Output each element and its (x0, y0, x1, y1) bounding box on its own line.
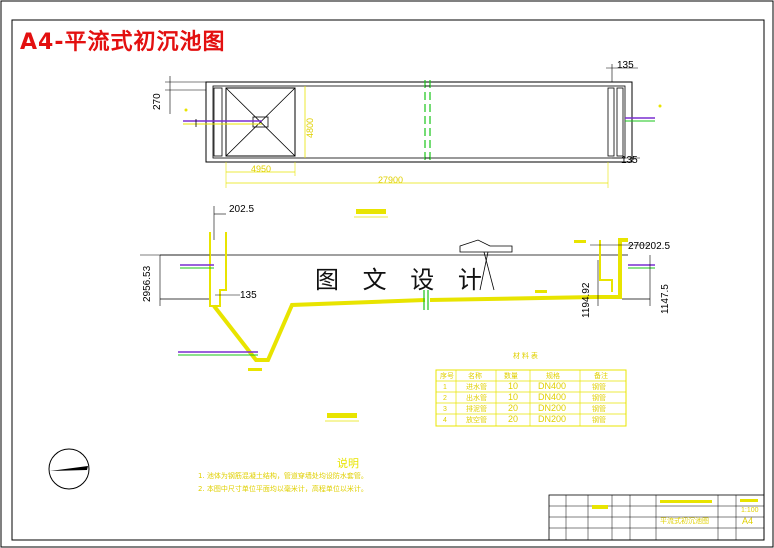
material-table-title: 材 料 表 (513, 351, 538, 360)
section-dim-135: 135 (240, 290, 257, 301)
table-header-spec: 规格 (546, 371, 560, 380)
section-left-wall (209, 232, 227, 307)
inner-border (11, 19, 765, 541)
table-row-4-no: 4 (443, 417, 447, 424)
section-dim-1147-5: 1147.5 (660, 284, 671, 314)
plan-dim-270: 270 (152, 93, 163, 110)
title-block-size: A4 (742, 516, 753, 526)
sludge-hopper-plan (225, 87, 296, 157)
title-block (548, 494, 765, 541)
section-dim-270: 270 (628, 241, 645, 252)
table-header-note: 备注 (594, 371, 608, 380)
plan-dim-27900: 27900 (378, 175, 403, 185)
table-row-4-name: 放空管 (466, 415, 487, 424)
table-row-2-name: 出水管 (466, 393, 487, 402)
table-row-3-note: 钢管 (592, 404, 606, 413)
material-table (435, 369, 627, 427)
table-row-1-no: 1 (443, 384, 447, 391)
section-dim-202-5-right: 202.5 (645, 241, 670, 252)
table-row-3-no: 3 (443, 406, 447, 413)
table-row-3-name: 排泥管 (466, 404, 487, 413)
plan-tank-outer (205, 81, 633, 163)
title-block-scale: 1:100 (741, 507, 759, 514)
section-dim-202-5-left: 202.5 (229, 204, 254, 215)
table-row-1-name: 进水管 (466, 382, 487, 391)
table-header-name: 名称 (468, 371, 482, 380)
table-row-4-qty: 20 (508, 414, 518, 424)
table-header-qty: 数量 (504, 371, 518, 380)
watermark-text: 图 文 设 计 (315, 266, 490, 294)
section-view (140, 206, 655, 371)
section-dim-1194-92: 1194.92 (581, 282, 592, 318)
plan-dim-4800: 4800 (305, 118, 315, 138)
table-row-2-note: 钢管 (592, 393, 606, 402)
drawing-title: A4-平流式初沉池图 (20, 30, 226, 55)
table-row-3-spec: DN200 (538, 403, 566, 413)
north-arrow (48, 448, 90, 490)
table-row-2-spec: DN400 (538, 392, 566, 402)
plan-dim-135-bottom: 135 (621, 155, 638, 166)
table-row-2-qty: 10 (508, 392, 518, 402)
table-row-4-spec: DN200 (538, 414, 566, 424)
plan-view (165, 64, 662, 188)
table-row-1-qty: 10 (508, 381, 518, 391)
table-row-4-note: 钢管 (592, 415, 606, 424)
table-header-no: 序号 (440, 371, 454, 380)
note-2: 2. 本图中尺寸单位平面均以毫米计，高程单位以米计。 (198, 484, 368, 493)
table-row-3-qty: 20 (508, 403, 518, 413)
note-1: 1. 池体为钢筋混凝土结构，管道穿墙处均设防水套管。 (198, 471, 368, 480)
plan-dim-4950: 4950 (251, 164, 271, 174)
section-dim-2956-53: 2956.53 (142, 265, 153, 302)
plan-tank-inner (212, 85, 626, 159)
title-block-drawing-name: 平流式初沉池图 (660, 516, 709, 525)
scraper-bridge (459, 239, 513, 253)
section-right-wall (599, 240, 613, 292)
plan-dim-135-top: 135 (617, 60, 634, 71)
table-row-1-spec: DN400 (538, 381, 566, 391)
table-row-2-no: 2 (443, 395, 447, 402)
notes-heading: 说明 (337, 456, 359, 470)
section-hopper (212, 298, 426, 362)
table-row-1-note: 钢管 (592, 382, 606, 391)
